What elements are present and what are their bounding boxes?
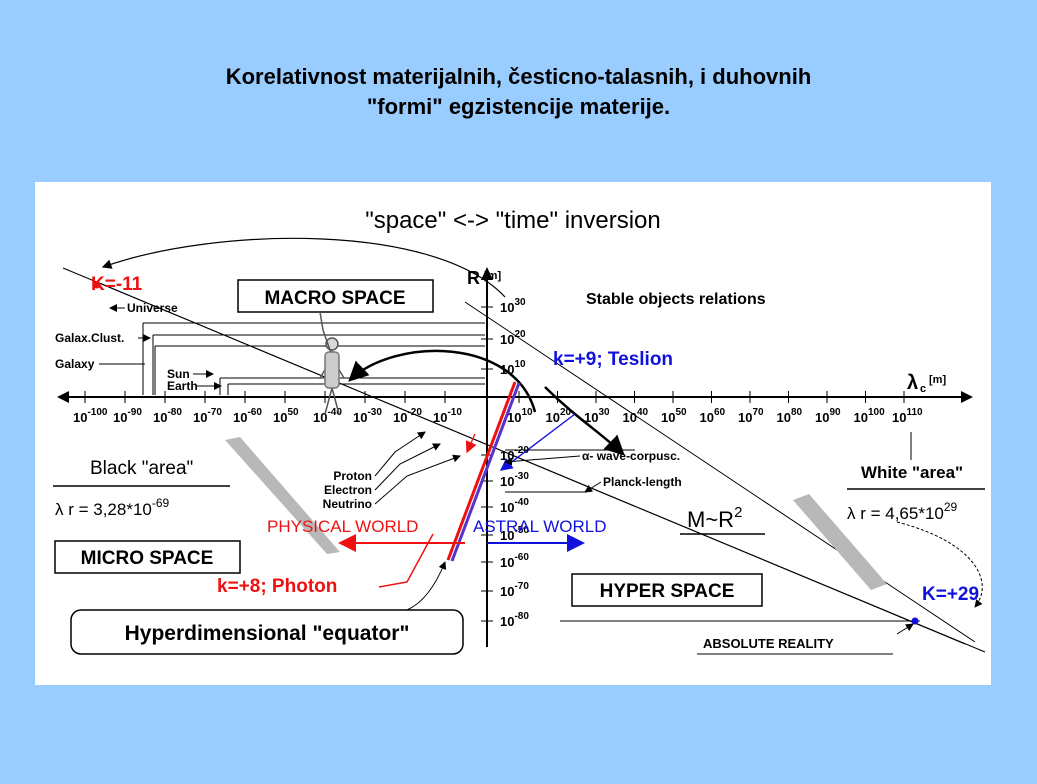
lambda-tick-left-9: 10-10 xyxy=(433,407,462,425)
lambda-tick-right-9: 10100 xyxy=(854,407,886,425)
lambda-tick-right-6: 1070 xyxy=(738,407,764,425)
r-tick-9: 10-80 xyxy=(500,611,529,629)
lambda-tick-left-2: 10-80 xyxy=(153,407,182,425)
k-plus-29-label: K=+29 xyxy=(922,584,979,605)
diagonal-line-cross xyxy=(464,301,976,643)
hyper-space-box xyxy=(571,573,763,607)
inversion-curve-arrow xyxy=(348,349,537,413)
white-area-label: White "area" xyxy=(861,463,963,482)
planck-length-arrow xyxy=(584,481,602,493)
lambda-axis-label: λ xyxy=(907,372,918,394)
lambda-tick-left-5: 1050 xyxy=(273,407,299,425)
lambda-tick-left-3: 10-70 xyxy=(193,407,222,425)
object-label-universe: Universe xyxy=(127,301,178,315)
r-tick-4: 10-30 xyxy=(500,471,529,489)
lambda-tick-right-1: 1020 xyxy=(546,407,572,425)
r-axis-arrow xyxy=(481,267,493,280)
lambda-tick-right-10: 10110 xyxy=(892,407,923,425)
white-area-shadow xyxy=(793,494,887,590)
lambda-tick-left-8: 10-20 xyxy=(393,407,422,425)
black-area-shadow xyxy=(225,437,340,554)
k-minus-11-point xyxy=(93,281,101,289)
diagram-panel: "space" <-> "time" inversion 10-100 10-90… xyxy=(35,182,991,685)
teslion-curve-arrow xyxy=(544,386,625,456)
planck-length-label: Planck-length xyxy=(603,475,682,489)
macro-space-box xyxy=(237,279,434,313)
red-pointer-arrow xyxy=(465,433,477,454)
absolute-reality-arrow xyxy=(896,623,914,635)
object-label-galaxy: Galaxy xyxy=(55,357,95,371)
diagram-svg: "space" <-> "time" inversion 10-100 10-90… xyxy=(53,207,986,655)
r-tick-8: 10-70 xyxy=(500,581,529,599)
lambda-axis-sub: c xyxy=(920,383,926,395)
lambda-tick-left-0: 10-100 xyxy=(73,407,108,425)
alpha-wave-label: α- wave-corpusc. xyxy=(582,449,680,463)
stable-relations-label: Stable objects relations xyxy=(586,291,766,308)
slide-title: Korelativnost materijalnih, česticno-tal… xyxy=(0,62,1037,122)
inversion-arc xyxy=(101,237,506,298)
physical-world-label: PHYSICAL WORLD xyxy=(267,517,418,536)
lambda-tick-right-2: 1030 xyxy=(584,407,610,425)
particle-label-neutrino: Neutrino xyxy=(323,497,372,511)
lambda-tick-right-5: 1060 xyxy=(700,407,726,425)
human-figure-icon xyxy=(319,311,345,415)
lambda-tick-right-4: 1050 xyxy=(661,407,687,425)
white-area-curve xyxy=(896,521,983,608)
r-tick-0: 1030 xyxy=(500,297,526,315)
lambda-axis-right-arrow xyxy=(961,391,973,403)
object-label-earth: Earth xyxy=(167,379,198,393)
astral-world-label: ASTRAL WORLD xyxy=(473,517,607,536)
lambda-tick-left-6: 10-40 xyxy=(313,407,342,425)
particle-label-proton: Proton xyxy=(333,469,372,483)
particle-pointers xyxy=(374,431,461,505)
object-label-galaxy-cluster: Galax.Clust. xyxy=(55,331,124,345)
lambda-tick-left-4: 10-60 xyxy=(233,407,262,425)
r-tick-5: 10-40 xyxy=(500,497,529,515)
r-axis-label: R xyxy=(467,268,480,288)
title-line-1: Korelativnost materijalnih, česticno-tal… xyxy=(225,64,812,89)
m-r2-label: M~R2 xyxy=(687,504,742,532)
white-area-formula: λ r = 4,65*1029 xyxy=(847,500,958,523)
lambda-tick-right-3: 1040 xyxy=(623,407,649,425)
k-minus-11-label: K=-11 xyxy=(91,274,143,295)
lambda-tick-right-8: 1090 xyxy=(815,407,841,425)
r-axis-unit: [m] xyxy=(484,270,501,282)
equator-arrow xyxy=(406,561,447,611)
equator-label: Hyperdimensional "equator" xyxy=(125,622,410,645)
black-area-label: Black "area" xyxy=(90,458,193,479)
lambda-tick-right-7: 1080 xyxy=(777,407,803,425)
lambda-tick-right-0: 1010 xyxy=(507,407,533,425)
photon-line-blue xyxy=(450,382,521,562)
r-tick-6: 10-50 xyxy=(500,525,529,543)
alpha-wave-arrow xyxy=(504,455,581,466)
teslion-label: k=+9; Teslion xyxy=(553,349,673,370)
macro-space-label: MACRO SPACE xyxy=(264,288,405,309)
hyper-space-label: HYPER SPACE xyxy=(600,581,735,602)
diagram-heading: "space" <-> "time" inversion xyxy=(365,207,661,234)
black-area-formula: λ r = 3,28*10-69 xyxy=(55,496,170,519)
photon-label-connector xyxy=(378,533,434,588)
lambda-axis-ticks: 10-100 10-90 10-80 10-70 10-60 1050 10-40 10-30… xyxy=(73,391,923,425)
lambda-tick-left-7: 10-30 xyxy=(353,407,382,425)
r-tick-1: 1020 xyxy=(500,329,526,347)
r-tick-7: 10-60 xyxy=(500,552,529,570)
particle-label-electron: Electron xyxy=(324,483,372,497)
photon-line-red xyxy=(446,381,517,561)
title-line-2: "formi" egzistencije materije. xyxy=(366,94,671,119)
photon-label: k=+8; Photon xyxy=(217,576,337,597)
absolute-reality-label: ABSOLUTE REALITY xyxy=(703,636,834,651)
teslion-arrow xyxy=(499,413,576,471)
lambda-axis-unit: [m] xyxy=(929,374,946,386)
lambda-tick-left-1: 10-90 xyxy=(113,407,142,425)
k-plus-29-point xyxy=(911,617,919,625)
equator-box xyxy=(70,609,464,655)
micro-space-box xyxy=(54,540,241,574)
lambda-axis-left-arrow xyxy=(57,391,69,403)
diagonal-line-lower xyxy=(96,281,966,645)
micro-space-label: MICRO SPACE xyxy=(81,548,214,569)
object-label-sun: Sun xyxy=(167,367,190,381)
